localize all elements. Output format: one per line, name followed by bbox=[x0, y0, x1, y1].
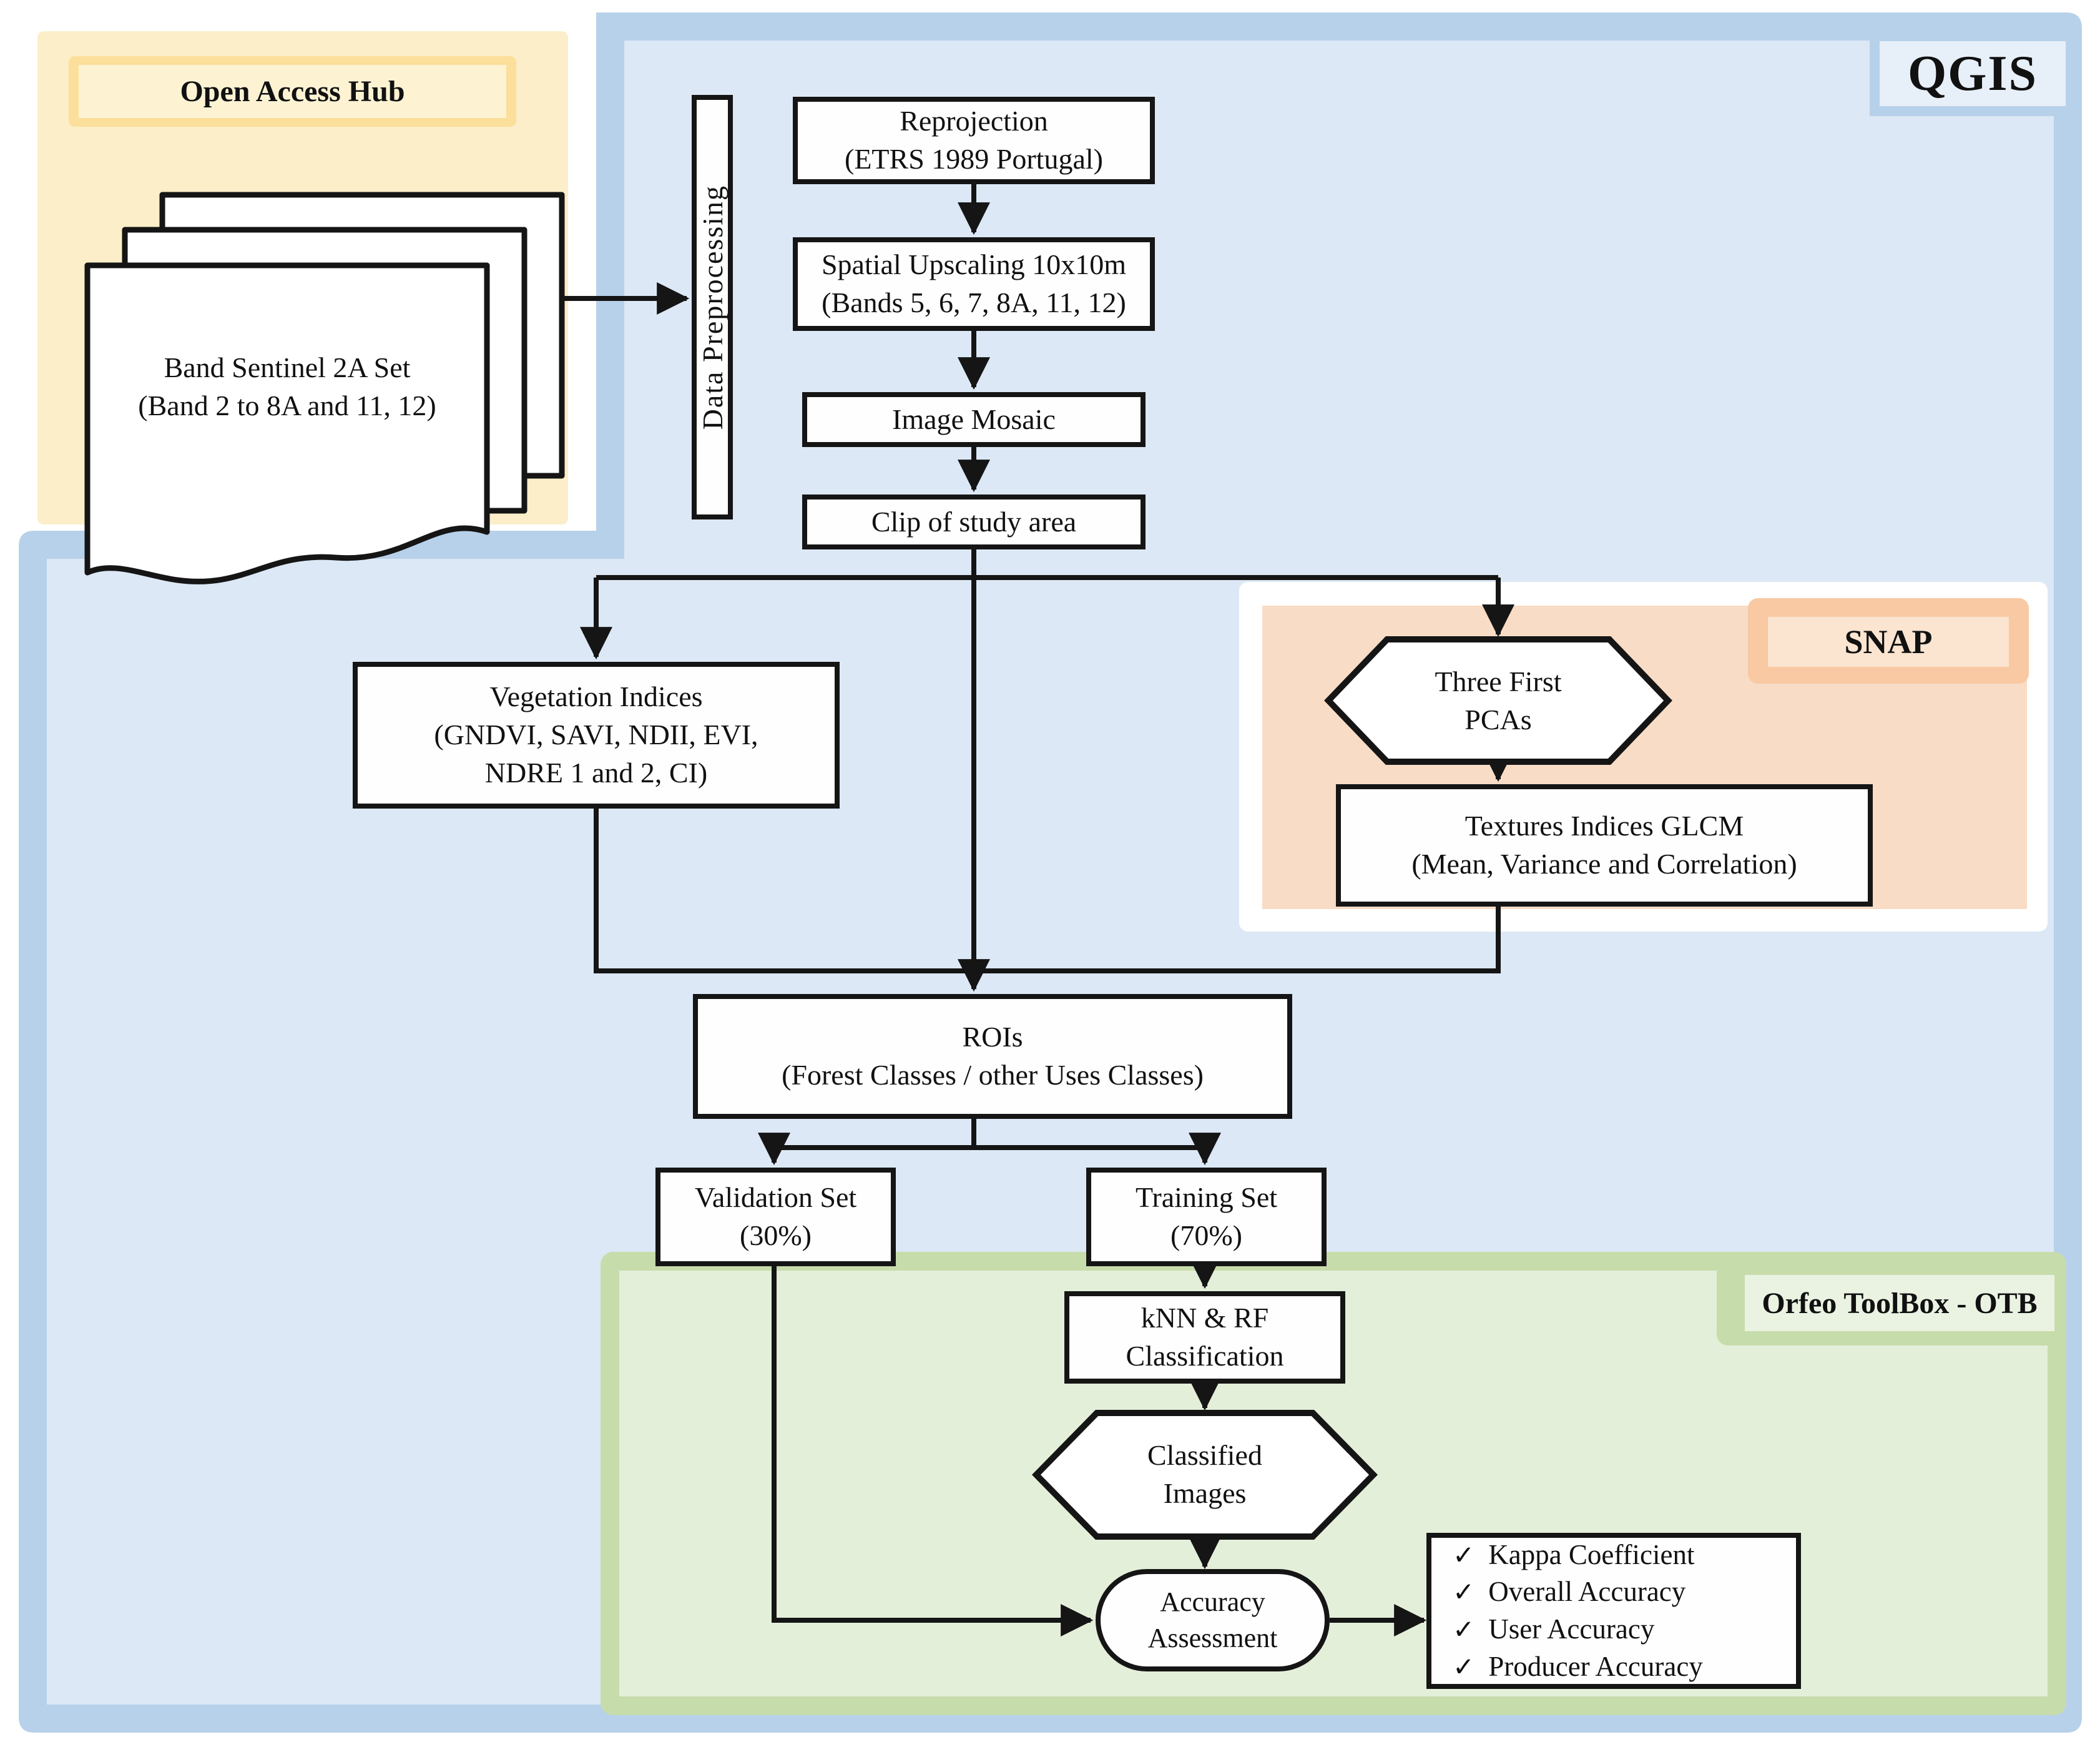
textures-glcm-line2: (Mean, Variance and Correlation) bbox=[1411, 848, 1797, 880]
band-set-document: Band Sentinel 2A Set (Band 2 to 8A and 1… bbox=[94, 337, 481, 437]
check-icon: ✓ bbox=[1453, 1541, 1475, 1570]
accuracy-metrics-box: ✓ Kappa Coefficient ✓ Overall Accuracy ✓ User… bbox=[1426, 1533, 1801, 1689]
spatial-upscaling-line2: (Bands 5, 6, 7, 8A, 11, 12) bbox=[822, 287, 1126, 318]
metric-item: ✓ Kappa Coefficient bbox=[1453, 1538, 1796, 1572]
reprojection-line2: (ETRS 1989 Portugal) bbox=[845, 143, 1103, 175]
validation-set-line2: (30%) bbox=[740, 1219, 812, 1251]
band-set-line2: (Band 2 to 8A and 11, 12) bbox=[138, 390, 436, 421]
training-set-line1: Training Set bbox=[1135, 1181, 1278, 1214]
three-first-pcas-label: Three First PCAs bbox=[1387, 646, 1609, 755]
rois-line1: ROIs bbox=[962, 1021, 1023, 1053]
data-preprocessing-box: Data Preprocessing bbox=[692, 95, 733, 519]
image-mosaic-box: Image Mosaic bbox=[802, 392, 1146, 447]
knn-rf-line1: kNN & RF bbox=[1141, 1302, 1269, 1334]
accuracy-line1: Accuracy bbox=[1160, 1586, 1265, 1617]
connectors bbox=[563, 184, 1514, 1636]
accuracy-line2: Assessment bbox=[1147, 1623, 1278, 1653]
snap-label: SNAP bbox=[1768, 617, 2009, 667]
classified-images-hexagon bbox=[1031, 1410, 1378, 1540]
data-preprocessing-label: Data Preprocessing bbox=[696, 184, 729, 430]
accuracy-assessment-stadium: Accuracy Assessment bbox=[1096, 1569, 1330, 1671]
metric-item: ✓ Overall Accuracy bbox=[1453, 1575, 1796, 1609]
rois-line2: (Forest Classes / other Uses Classes) bbox=[782, 1059, 1204, 1091]
three-first-pcas-hexagon bbox=[1324, 636, 1672, 765]
spatial-upscaling-box: Spatial Upscaling 10x10m (Bands 5, 6, 7,… bbox=[793, 237, 1155, 331]
spatial-upscaling-line1: Spatial Upscaling 10x10m bbox=[821, 249, 1127, 281]
training-set-line2: (70%) bbox=[1170, 1219, 1242, 1251]
vegetation-indices-line3: NDRE 1 and 2, CI) bbox=[484, 756, 708, 789]
metric-label: Overall Accuracy bbox=[1488, 1576, 1686, 1608]
metric-item: ✓ Producer Accuracy bbox=[1453, 1650, 1796, 1684]
textures-glcm-box: Textures Indices GLCM (Mean, Variance an… bbox=[1336, 784, 1873, 907]
classified-line2: Images bbox=[1163, 1477, 1247, 1509]
knn-rf-box: kNN & RF Classification bbox=[1064, 1291, 1345, 1384]
image-mosaic-label: Image Mosaic bbox=[892, 403, 1056, 435]
validation-set-box: Validation Set (30%) bbox=[655, 1168, 896, 1266]
document-page-front bbox=[84, 262, 490, 584]
document-stack-icon bbox=[84, 192, 565, 584]
vegetation-indices-line2: (GNDVI, SAVI, NDII, EVI, bbox=[434, 719, 758, 751]
vegetation-indices-box: Vegetation Indices (GNDVI, SAVI, NDII, E… bbox=[353, 662, 840, 809]
metric-label: Kappa Coefficient bbox=[1488, 1538, 1695, 1570]
vegetation-indices-line1: Vegetation Indices bbox=[489, 681, 703, 713]
metric-label: User Accuracy bbox=[1488, 1613, 1655, 1645]
classified-images-label: Classified Images bbox=[1097, 1419, 1313, 1530]
check-icon: ✓ bbox=[1453, 1616, 1475, 1645]
knn-rf-line2: Classification bbox=[1126, 1340, 1284, 1372]
reprojection-line1: Reprojection bbox=[900, 105, 1048, 137]
rois-box: ROIs (Forest Classes / other Uses Classe… bbox=[693, 994, 1292, 1119]
classified-line1: Classified bbox=[1147, 1439, 1262, 1472]
metric-item: ✓ User Accuracy bbox=[1453, 1613, 1796, 1646]
clip-study-area-box: Clip of study area bbox=[802, 495, 1146, 549]
clip-study-area-label: Clip of study area bbox=[871, 505, 1077, 538]
check-icon: ✓ bbox=[1453, 1653, 1475, 1682]
validation-set-line1: Validation Set bbox=[694, 1181, 857, 1214]
qgis-region-label: QGIS bbox=[1870, 31, 2076, 116]
reprojection-box: Reprojection (ETRS 1989 Portugal) bbox=[793, 97, 1155, 184]
connector-validation-to-assessment bbox=[772, 1266, 1094, 1636]
training-set-box: Training Set (70%) bbox=[1086, 1168, 1327, 1266]
metric-label: Producer Accuracy bbox=[1488, 1650, 1703, 1682]
band-set-line1: Band Sentinel 2A Set bbox=[164, 352, 411, 384]
check-icon: ✓ bbox=[1453, 1578, 1475, 1608]
pcas-line1: Three First bbox=[1435, 665, 1562, 697]
otb-label: Orfeo ToolBox - OTB bbox=[1745, 1275, 2054, 1331]
textures-glcm-line1: Textures Indices GLCM bbox=[1465, 810, 1744, 842]
pcas-line2: PCAs bbox=[1465, 703, 1532, 736]
open-access-hub-label: Open Access Hub bbox=[79, 65, 506, 118]
